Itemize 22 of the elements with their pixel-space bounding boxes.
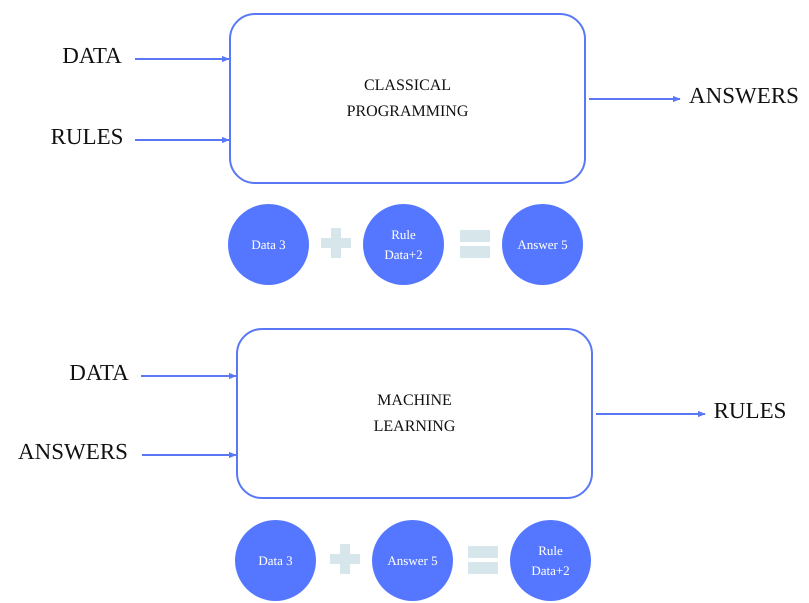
arrow bbox=[596, 410, 706, 418]
process-box bbox=[236, 328, 593, 499]
label-text: ANSWERS bbox=[680, 82, 808, 110]
circle-text: Rule Data+2 bbox=[383, 226, 424, 264]
circle-text: Answer 5 bbox=[517, 236, 568, 254]
arrow bbox=[135, 56, 230, 62]
label-text: ANSWERS bbox=[7, 438, 139, 466]
arrow bbox=[141, 372, 237, 380]
arrow bbox=[135, 136, 230, 144]
label-text: RULES bbox=[705, 397, 795, 425]
box-title: CLASSICAL PROGRAMMING bbox=[346, 76, 470, 122]
process-box bbox=[229, 13, 586, 184]
circle-text: Data 3 bbox=[258, 552, 293, 570]
arrow bbox=[142, 452, 237, 458]
circle-text: Data 3 bbox=[251, 236, 286, 254]
circle-text: Answer 5 bbox=[387, 552, 438, 570]
label-text: RULES bbox=[42, 123, 132, 151]
box-title: MACHINE LEARNING bbox=[372, 390, 456, 436]
arrow bbox=[589, 96, 681, 102]
label-text: DATA bbox=[52, 42, 132, 70]
label-text: DATA bbox=[60, 359, 138, 387]
circle-text: Rule Data+2 bbox=[530, 542, 571, 580]
